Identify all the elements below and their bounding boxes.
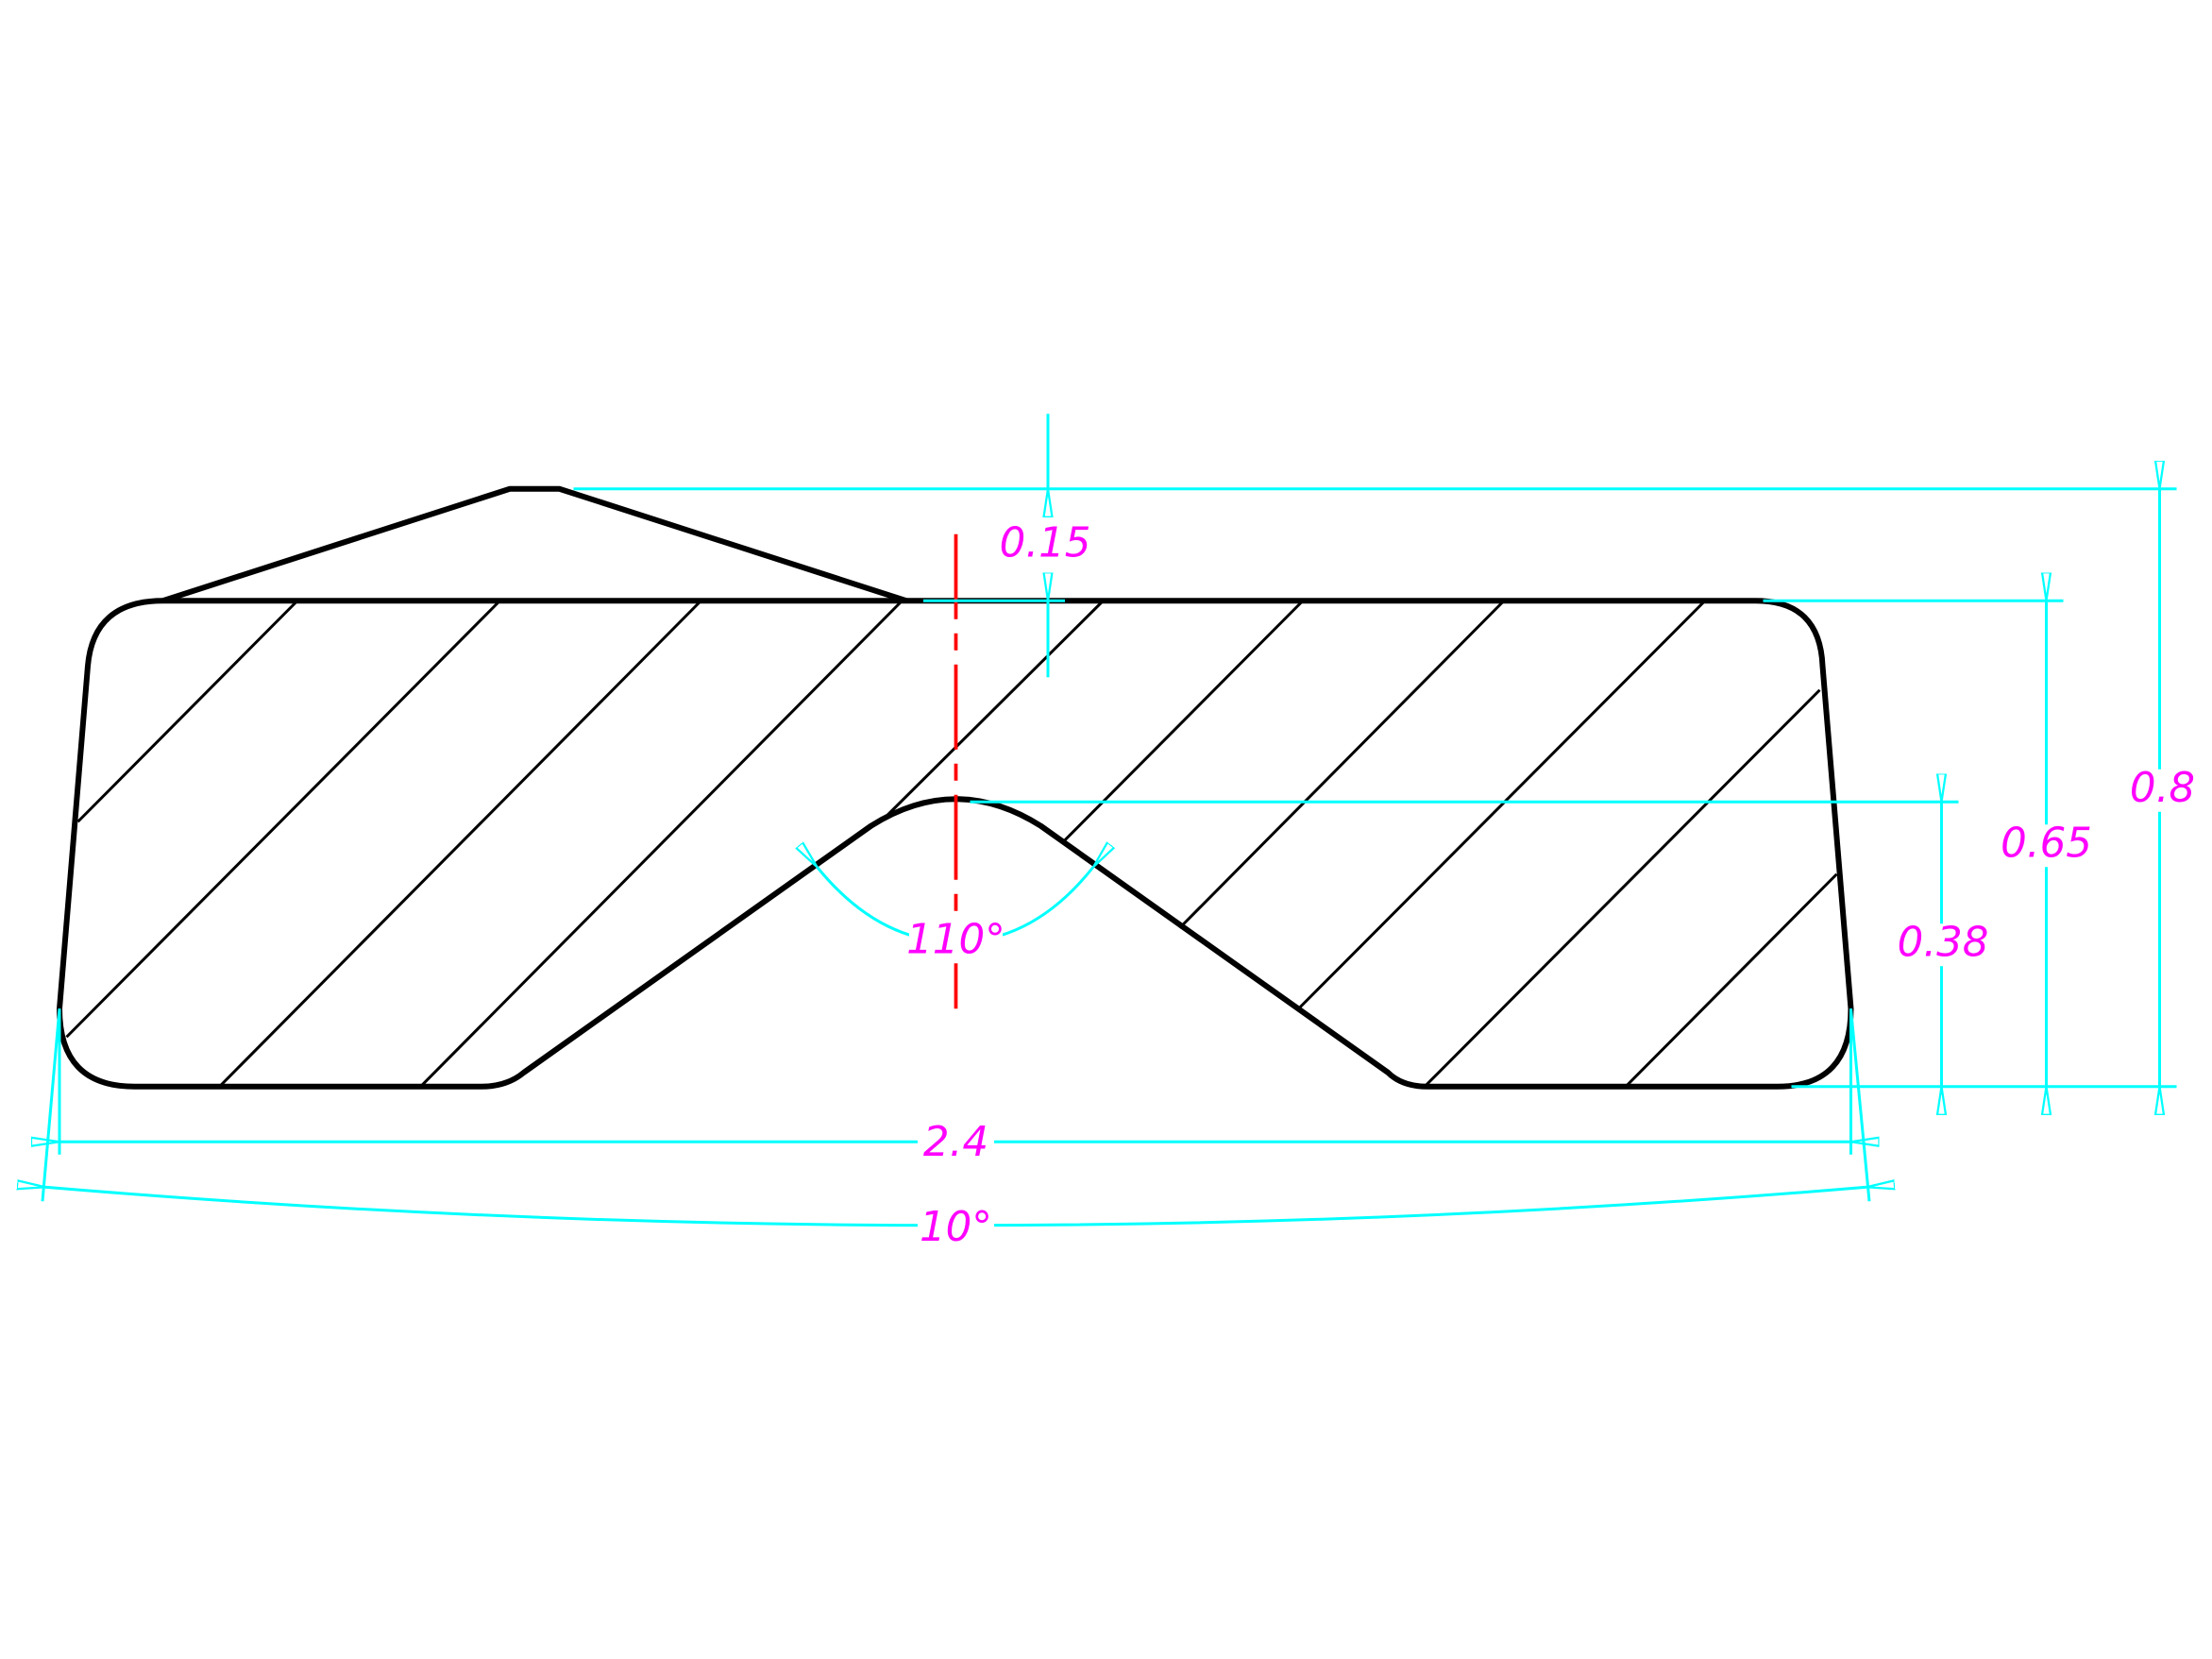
- top-ridge-outline: [161, 485, 907, 604]
- dim-label-taper-angle: 10°: [920, 1204, 992, 1251]
- dim-label-total-height: 0.8: [2130, 765, 2195, 812]
- dim-label-body-height: 0.65: [2001, 820, 2092, 867]
- dim-label-groove-height: 0.38: [1898, 919, 1989, 966]
- section-hatching: [65, 600, 1838, 1088]
- dim-label-width: 2.4: [923, 1119, 988, 1166]
- dim-label-groove-angle: 110°: [906, 916, 1005, 963]
- dim-label-top-step: 0.15: [1000, 519, 1091, 567]
